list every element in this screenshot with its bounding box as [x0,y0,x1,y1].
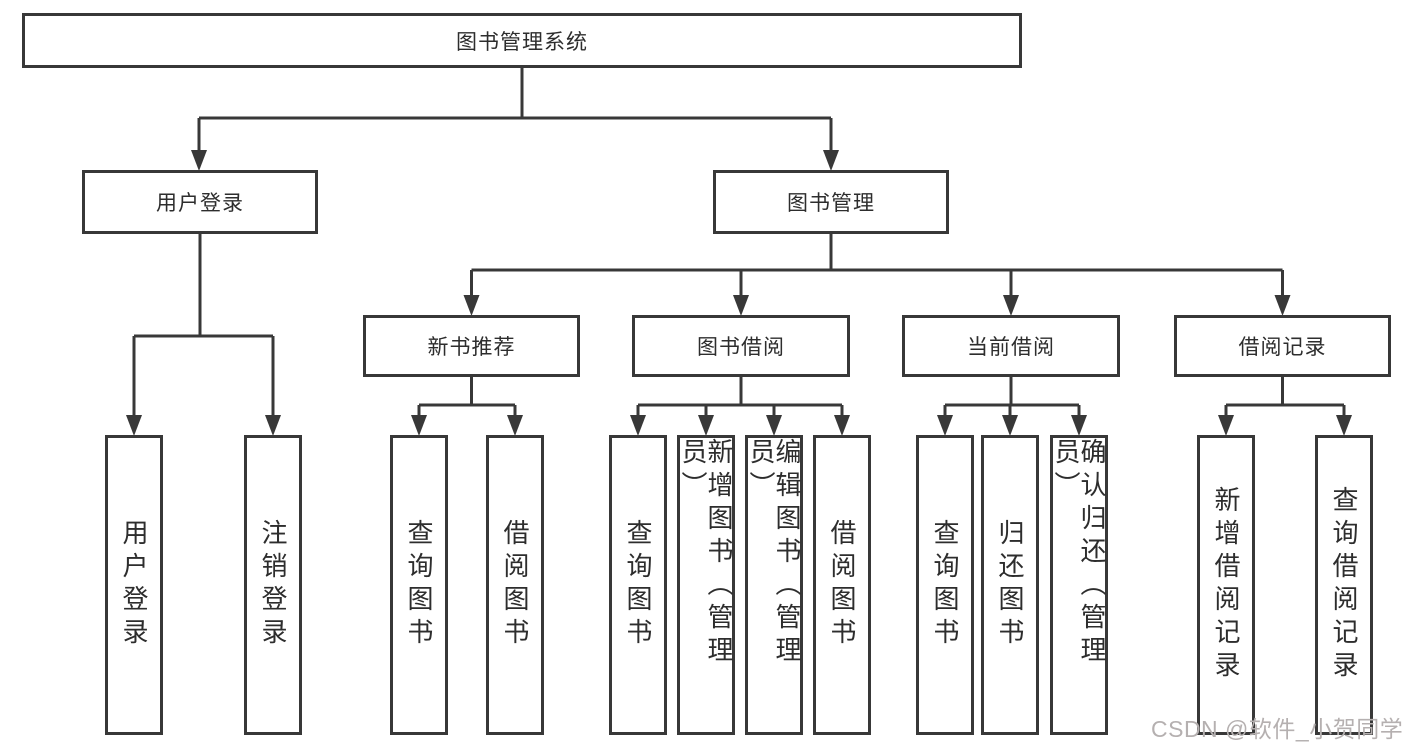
leaf-query-book-recommend: 查询图书 [390,435,448,735]
arrow-down-icon [126,415,142,436]
arrow-down-icon [191,150,207,171]
arrow-down-icon [265,415,281,436]
node-book-borrow: 图书借阅 [632,315,850,377]
edge-newbookrec-to-leaves [411,377,523,436]
arrow-down-icon [1274,295,1291,316]
edge-currentborrow-to-leaves [937,377,1087,436]
edge-bookmgmt-to-level3 [463,234,1291,316]
csdn-watermark: CSDN @软件_小贺同学 [1151,716,1404,742]
arrow-down-icon [1218,415,1234,436]
node-user-login: 用户登录 [82,170,318,234]
leaf-query-borrow-record: 查询借阅记录 [1315,435,1373,735]
leaf-borrow-book: 借阅图书 [813,435,871,735]
leaf-user-login: 用户登录 [105,435,163,735]
arrow-down-icon [1071,415,1087,436]
leaf-borrow-book-recommend: 借阅图书 [486,435,544,735]
node-borrow-record: 借阅记录 [1174,315,1391,377]
arrow-down-icon [766,415,782,436]
leaf-add-borrow-record: 新增借阅记录 [1197,435,1255,735]
arrow-down-icon [937,415,953,436]
leaf-edit-book-admin: 编辑图书︵管理员︶ [745,435,803,735]
arrow-down-icon [630,415,646,436]
leaf-return-book: 归还图书 [981,435,1039,735]
edge-root-to-level2 [191,68,839,171]
arrow-down-icon [698,415,714,436]
arrow-down-icon [1003,295,1019,316]
edge-userlogin-to-leaves [126,234,281,436]
edge-bookborrow-to-leaves [630,377,850,436]
node-current-borrow: 当前借阅 [902,315,1120,377]
leaf-query-book-borrow: 查询图书 [609,435,667,735]
arrow-down-icon [411,415,427,436]
leaf-query-book-current: 查询图书 [916,435,974,735]
arrow-down-icon [463,295,480,316]
node-book-management: 图书管理 [713,170,949,234]
arrow-down-icon [1336,415,1352,436]
arrow-down-icon [834,415,850,436]
arrow-down-icon [1002,415,1018,436]
arrow-down-icon [733,295,749,316]
edge-borrowrecord-to-leaves [1218,377,1352,436]
arrow-down-icon [507,415,523,436]
arrow-down-icon [823,150,839,171]
node-root: 图书管理系统 [22,13,1022,68]
node-new-book-recommend: 新书推荐 [363,315,580,377]
leaf-confirm-return-admin: 确认归还︵管理员︶ [1050,435,1108,735]
leaf-logout: 注销登录 [244,435,302,735]
leaf-add-book-admin: 新增图书︵管理员︶ [677,435,735,735]
